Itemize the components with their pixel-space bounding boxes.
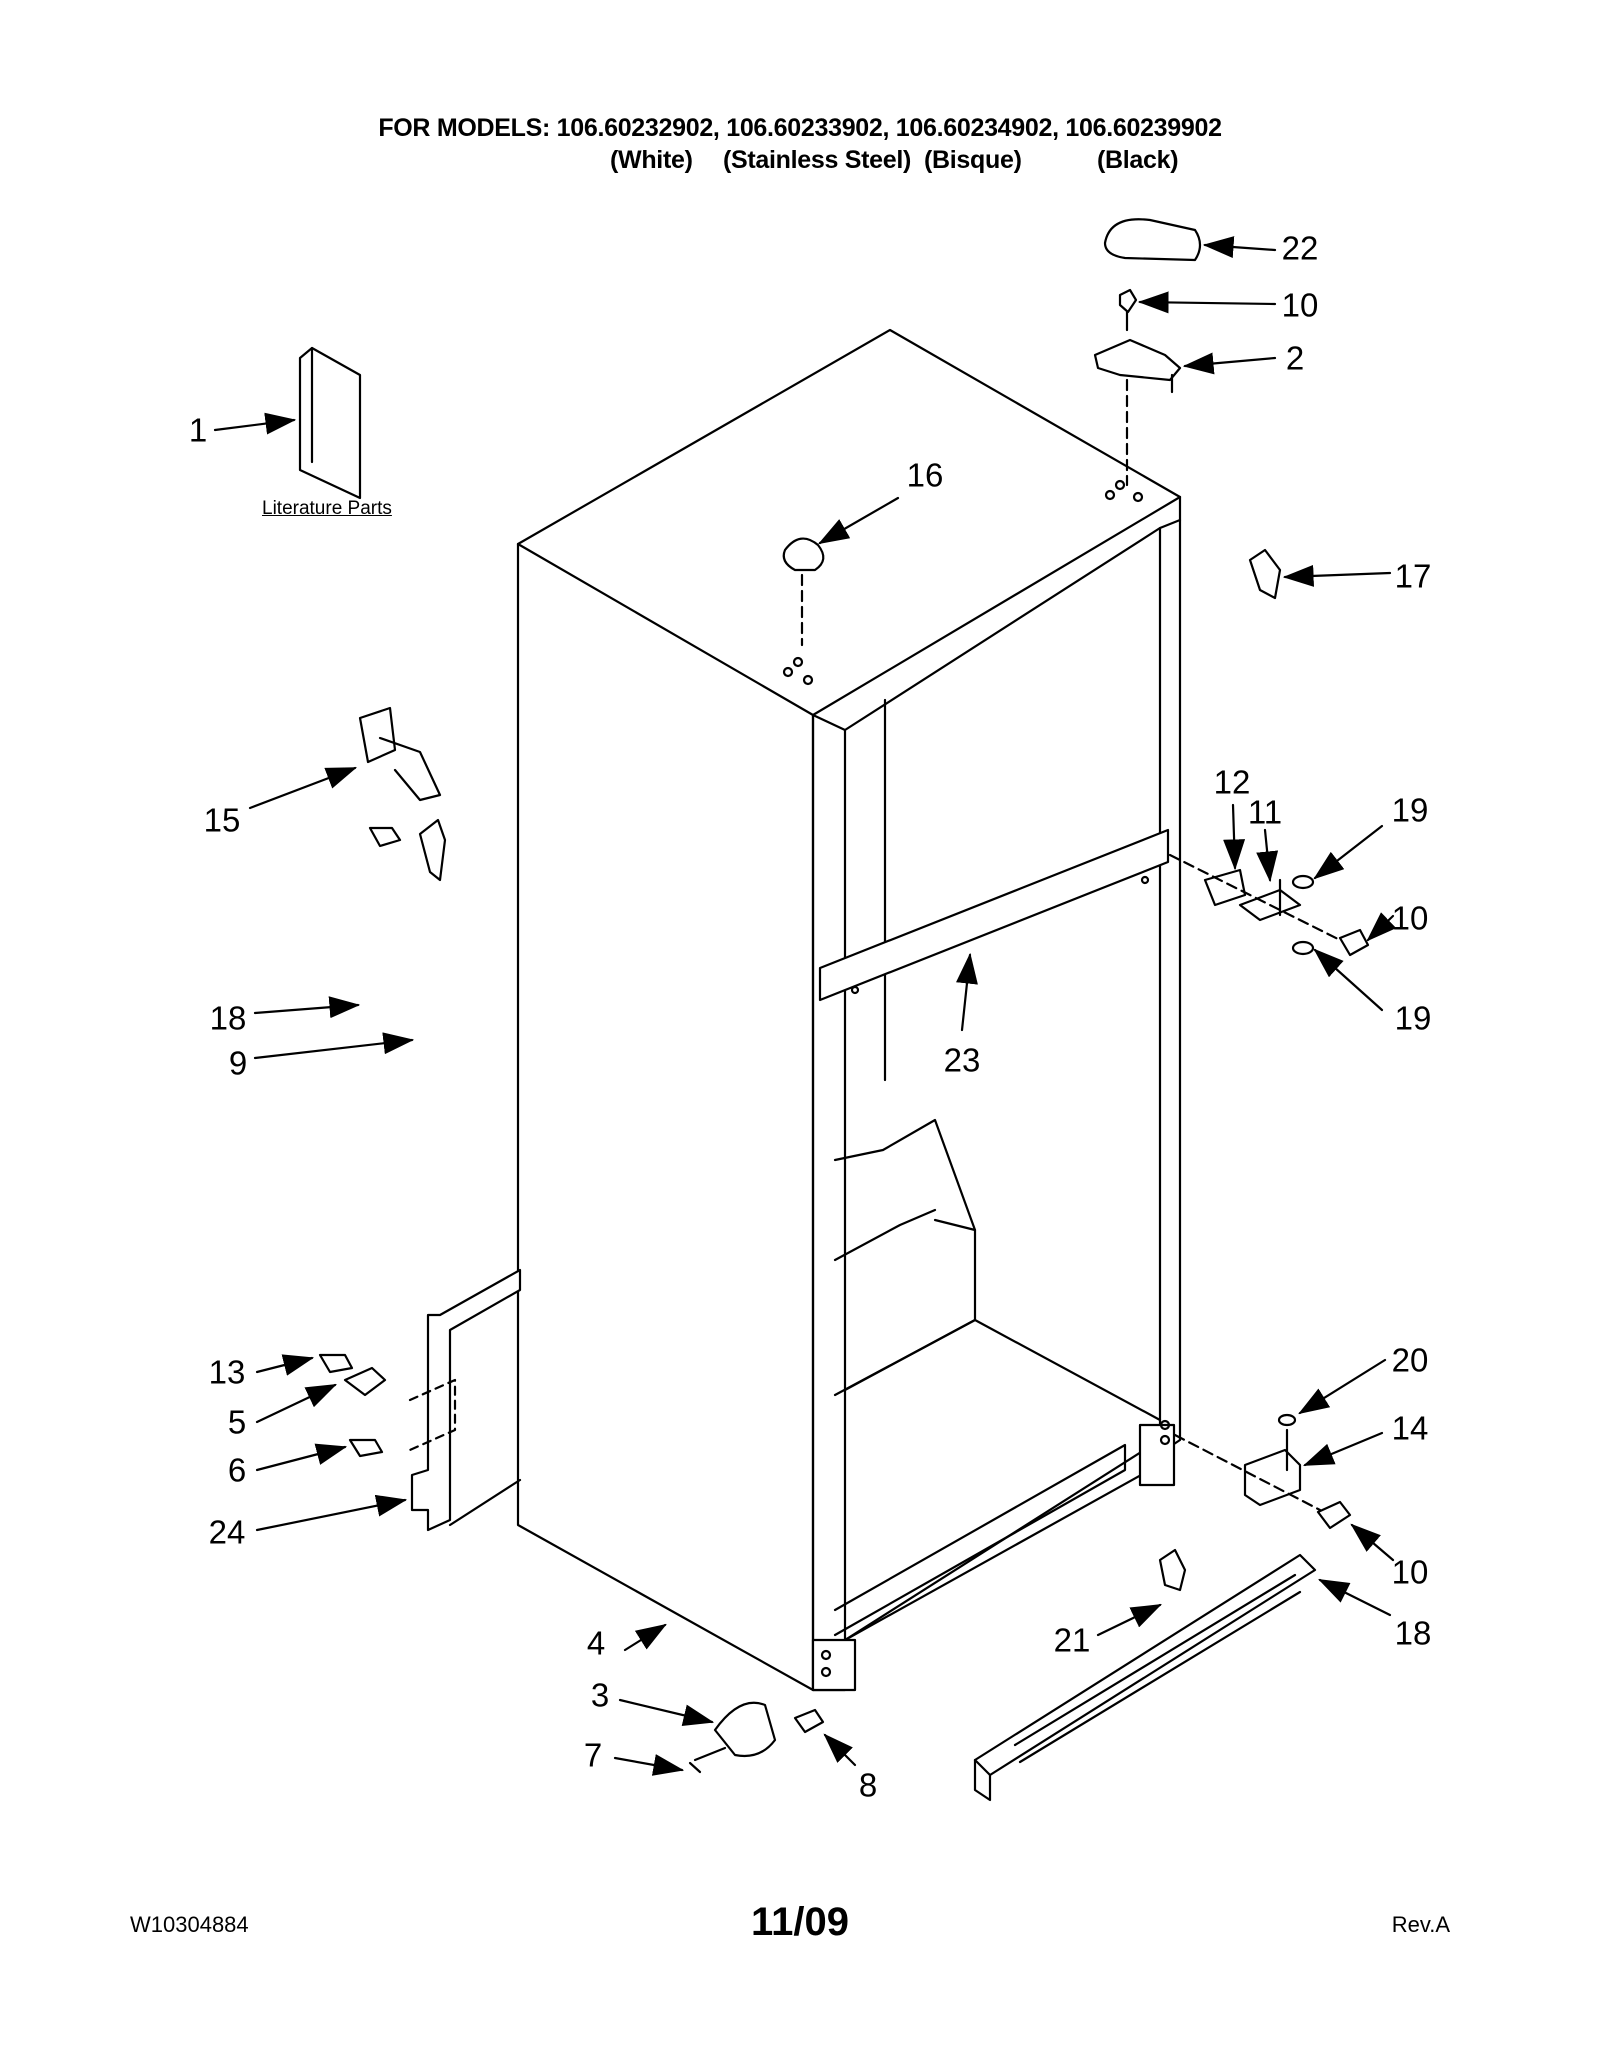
callout-17: 17 — [1394, 557, 1432, 595]
callout-21: 21 — [1053, 1621, 1091, 1659]
callout-15: 15 — [203, 801, 241, 839]
callout-20: 20 — [1391, 1341, 1429, 1379]
callout-11: 11 — [1247, 793, 1283, 831]
bracket-9 — [418, 818, 447, 882]
callout-19-lower: 19 — [1394, 999, 1432, 1037]
bottom-hinge — [1243, 1448, 1302, 1507]
callout-13: 13 — [208, 1353, 246, 1391]
revision-label: Rev.A — [1391, 1912, 1450, 1937]
plug — [782, 537, 825, 572]
revision-date: 11/09 — [751, 1900, 849, 1944]
leveling-bracket — [713, 1701, 777, 1758]
literature-part — [298, 346, 362, 500]
callout-16: 16 — [906, 456, 944, 494]
callout-14: 14 — [1391, 1409, 1429, 1447]
callout-2: 2 — [1285, 339, 1305, 377]
callout-7: 7 — [583, 1736, 603, 1774]
color-bisque: (Bisque) — [924, 146, 1022, 174]
clip — [1248, 548, 1282, 600]
cabinet — [516, 328, 1182, 1692]
callout-5: 5 — [227, 1403, 247, 1441]
grille-clip — [1158, 1548, 1187, 1592]
callout-10-bottom: 10 — [1391, 1553, 1429, 1591]
top-hinge — [1093, 338, 1182, 382]
callout-10-top: 10 — [1281, 286, 1319, 324]
callout-1: 1 — [188, 411, 208, 449]
callout-24: 24 — [208, 1513, 246, 1551]
leader-lines — [213, 236, 1397, 1776]
callout-3: 3 — [590, 1676, 610, 1714]
document-number: W10304884 — [130, 1912, 249, 1937]
color-stainless: (Stainless Steel) — [723, 146, 912, 174]
callout-12: 12 — [1213, 763, 1251, 801]
header-models: FOR MODELS: 106.60232902, 106.60233902, … — [378, 114, 1222, 142]
hinge-cap — [1103, 218, 1202, 262]
literature-parts-label: Literature Parts — [262, 498, 392, 519]
hinge-shim — [1203, 868, 1247, 907]
color-white: (White) — [610, 146, 693, 174]
callout-19-upper: 19 — [1391, 791, 1429, 829]
callout-18-grille: 18 — [1394, 1614, 1432, 1652]
callout-8: 8 — [858, 1766, 878, 1804]
color-black: (Black) — [1097, 146, 1179, 174]
callout-18-left: 18 — [209, 999, 247, 1037]
callout-22: 22 — [1281, 229, 1319, 267]
callout-23: 23 — [943, 1041, 981, 1079]
handle-stud — [358, 706, 397, 764]
side-bracket — [410, 1268, 522, 1532]
callout-6: 6 — [227, 1451, 247, 1489]
callout-4: 4 — [586, 1624, 606, 1662]
callout-9: 9 — [228, 1044, 248, 1082]
callout-10-middle: 10 — [1391, 899, 1429, 937]
